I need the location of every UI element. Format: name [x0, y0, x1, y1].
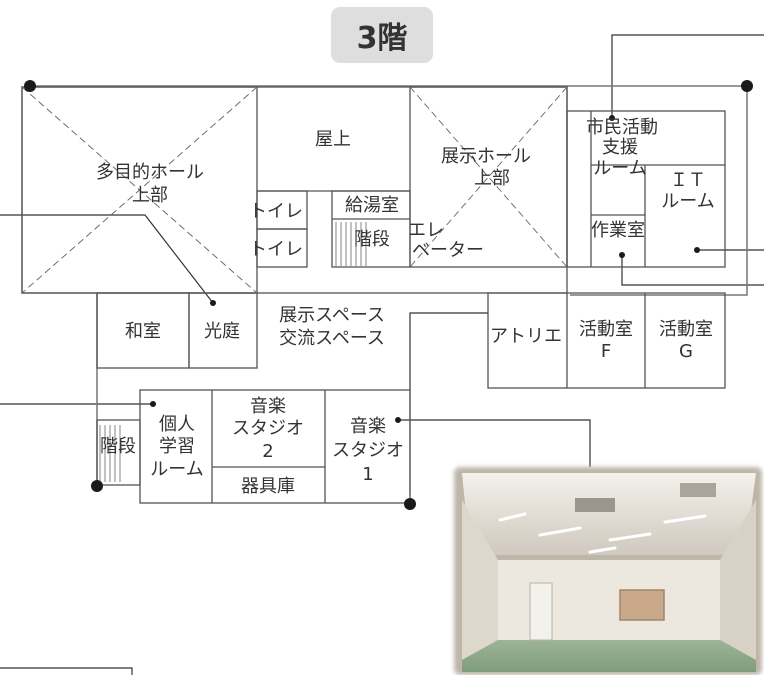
pointer-dot [150, 401, 156, 407]
label-toilet-2: トイレ [249, 239, 303, 260]
building-outline [30, 85, 748, 486]
label-elevator-1: エレ [408, 220, 444, 241]
corner-dot [24, 80, 36, 92]
label-kojin-3: ルーム [150, 459, 203, 480]
label-okujo: 屋上 [315, 129, 351, 150]
label-katsudo-f-2: F [601, 341, 611, 362]
pointer-lines [0, 34, 764, 675]
corner-dot [741, 80, 753, 92]
pointer-dot [694, 247, 700, 253]
label-shimin-2: 支援 [602, 137, 638, 158]
label-katsudo-g-2: G [679, 341, 693, 362]
label-kaidan-center: 階段 [354, 229, 390, 250]
label-kojin-2: 学習 [159, 436, 195, 457]
floor-badge-label: 3階 [357, 21, 408, 56]
label-toilet-1: トイレ [249, 201, 303, 222]
label-washitsu: 和室 [125, 321, 161, 342]
pointer-dot [395, 417, 401, 423]
label-kaidan-left: 階段 [100, 436, 136, 457]
label-studio1-3: 1 [362, 464, 373, 485]
label-studio2-3: 2 [262, 441, 273, 462]
label-tamokuteki-1: 多目的ホール [96, 162, 204, 183]
label-kyuto: 給湯室 [345, 195, 399, 216]
label-kotei: 光庭 [204, 321, 240, 342]
corner-dot [404, 498, 416, 510]
label-katsudo-g-1: 活動室 [659, 319, 713, 340]
label-studio1-2: スタジオ [332, 440, 404, 461]
void-crosses [21, 86, 568, 294]
stairs-hatching [99, 222, 367, 482]
label-studio2-1: 音楽 [250, 396, 286, 417]
label-kigu: 器具庫 [241, 476, 295, 497]
label-sagyo: 作業室 [591, 220, 645, 241]
label-kojin-1: 個人 [159, 414, 195, 435]
label-it-2: ルーム [661, 191, 714, 212]
label-tamokuteki-2: 上部 [132, 185, 168, 206]
wall-panel [619, 589, 665, 621]
pointer-dot [210, 300, 216, 306]
label-atelier: アトリエ [490, 326, 562, 347]
floor-badge: 3階 [331, 7, 433, 63]
label-it-1: ＩＴ [670, 170, 706, 191]
marker-dots [24, 80, 753, 510]
label-elevator-2: ベーター [412, 240, 484, 261]
pointer-dot [619, 252, 625, 258]
ceiling-lights [498, 512, 707, 554]
label-tenji-space-2: 交流スペース [279, 328, 385, 349]
ceiling-vent [680, 483, 716, 497]
label-studio2-2: スタジオ [232, 418, 304, 439]
label-studio1-1: 音楽 [350, 416, 386, 437]
room-photo [454, 467, 762, 675]
pointer-dot [609, 115, 615, 121]
label-tenji-hall-1: 展示ホール [441, 146, 531, 167]
label-shimin-3: ルーム [593, 158, 646, 179]
corner-dot [91, 480, 103, 492]
label-tenji-hall-2: 上部 [474, 168, 510, 189]
label-tenji-space-1: 展示スペース [279, 305, 385, 326]
ceiling-vent [575, 498, 615, 512]
label-katsudo-f-1: 活動室 [579, 319, 633, 340]
label-shimin-1: 市民活動 [586, 117, 658, 138]
room-walls [21, 86, 726, 504]
door [529, 582, 553, 641]
